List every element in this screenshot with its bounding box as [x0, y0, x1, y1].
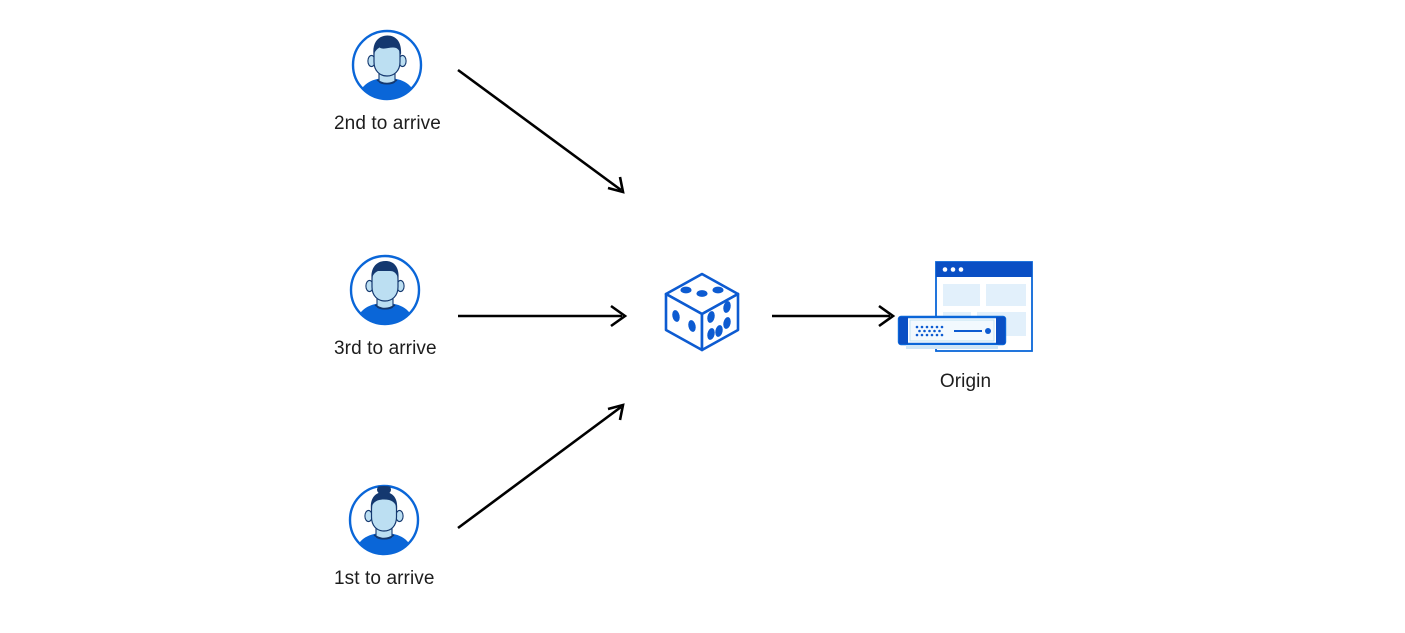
user-avatar-icon	[347, 483, 421, 557]
client-node-3rd[interactable]: 3rd to arrive	[334, 253, 437, 360]
origin-label: Origin	[939, 371, 992, 392]
user-avatar-icon	[350, 28, 424, 102]
arrow-2nd-to-dice	[457, 68, 625, 194]
client-label-1st: 1st to arrive	[334, 568, 435, 589]
client-label-2nd: 2nd to arrive	[334, 113, 441, 134]
dice-icon[interactable]	[658, 268, 746, 356]
server-device	[897, 315, 1006, 349]
client-node-2nd[interactable]: 2nd to arrive	[334, 28, 441, 135]
arrow-dice-to-origin	[772, 304, 896, 328]
client-label-3rd: 3rd to arrive	[334, 338, 437, 359]
client-node-1st[interactable]: 1st to arrive	[334, 483, 435, 590]
origin-server-icon	[896, 258, 1036, 363]
arrow-1st-to-dice	[457, 403, 625, 530]
arrow-3rd-to-dice	[458, 304, 628, 328]
user-avatar-icon	[348, 253, 422, 327]
origin-node[interactable]: Origin	[893, 258, 1038, 393]
